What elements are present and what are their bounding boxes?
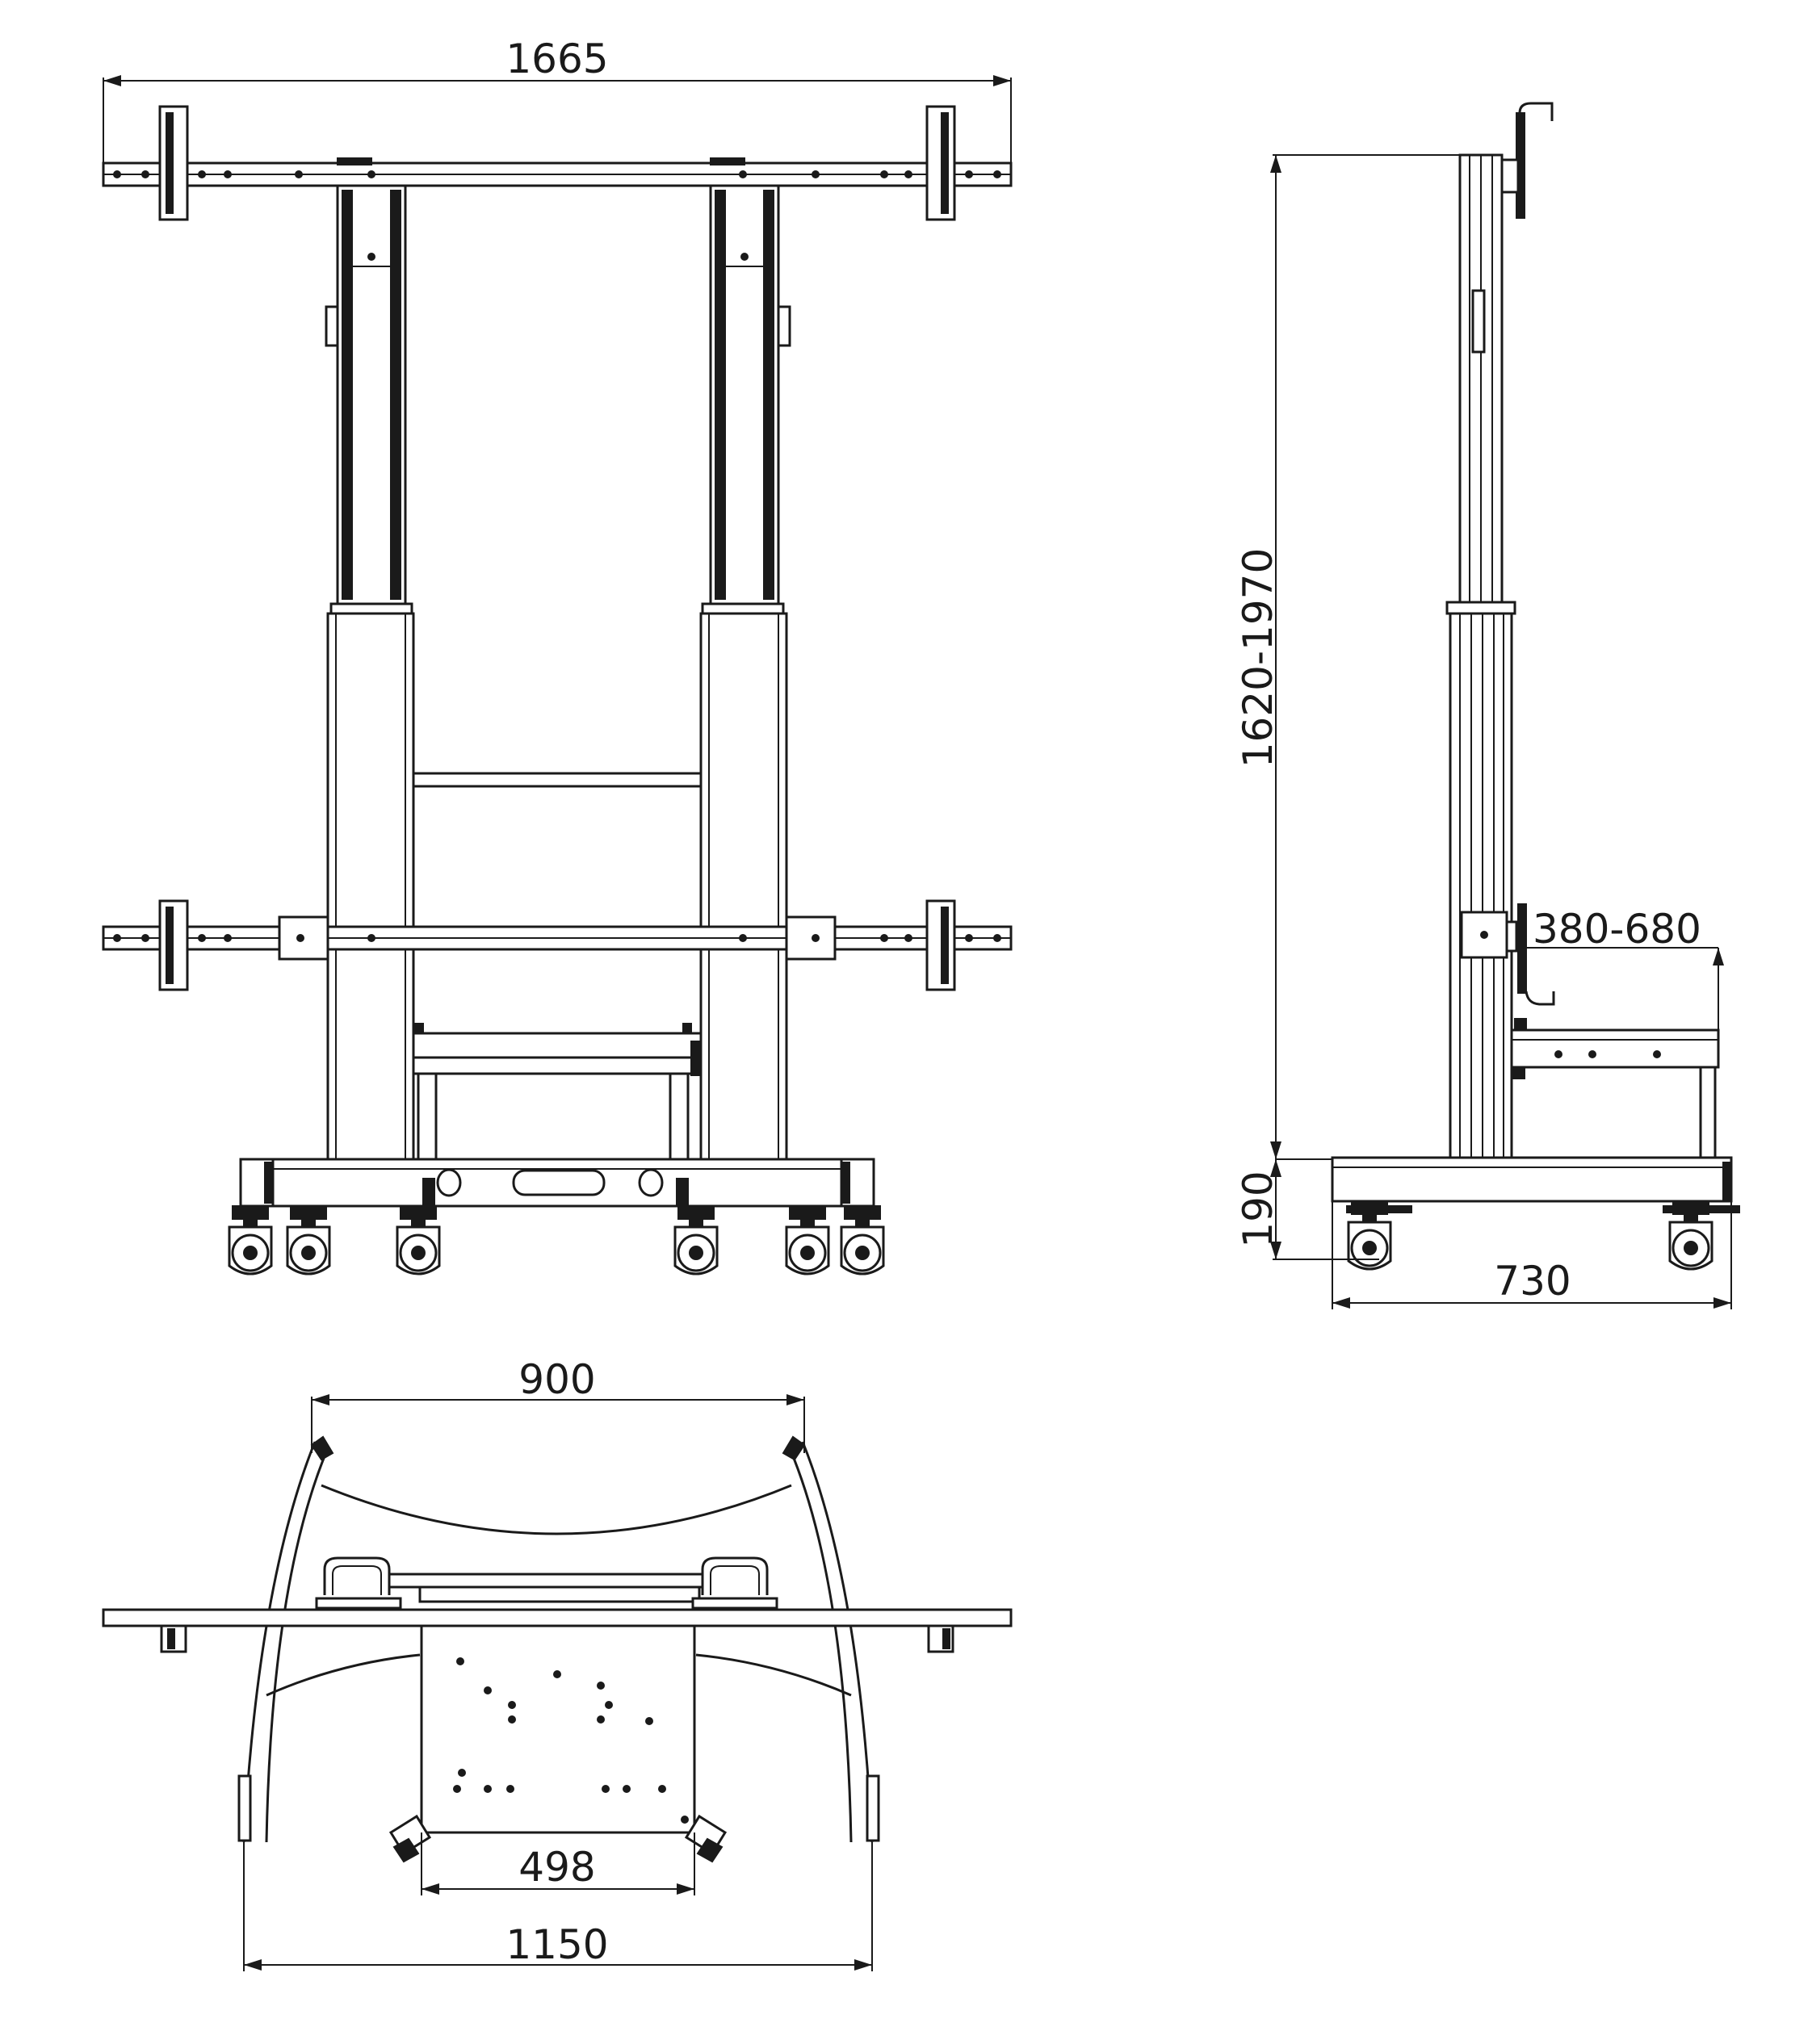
- top-hook-bracket: [1500, 102, 1554, 219]
- inner-width-dimension: 900: [311, 1356, 805, 1453]
- width-label: 1665: [505, 36, 608, 82]
- side-base: [1276, 1156, 1733, 1203]
- width-dimension-1665: 1665: [103, 36, 1012, 170]
- side-shelf: [1510, 1018, 1720, 1161]
- shelf: [412, 1023, 703, 1180]
- plate-width-label: 498: [518, 1844, 595, 1891]
- side-casters: [1346, 1200, 1740, 1271]
- top-crossbar: [102, 105, 1013, 221]
- outer-width-label: 1150: [505, 1921, 608, 1968]
- left-column: [325, 184, 415, 1164]
- mounting-plate: [420, 1624, 696, 1834]
- top-casters: [388, 1814, 728, 1863]
- lower-crossbar: [102, 899, 1013, 991]
- depth-label: 730: [1494, 1258, 1571, 1305]
- middle-brace: [412, 772, 703, 788]
- outer-width-dimension: 1150: [243, 1842, 873, 1971]
- height-dimension: 1620-1970: [1235, 154, 1462, 1159]
- shelf-height-dimension: 380-680: [1520, 906, 1724, 1041]
- inner-width-label: 900: [518, 1356, 595, 1403]
- front-view: 1665: [102, 36, 1013, 1275]
- base-legs: [237, 1435, 880, 1843]
- front-casters: [228, 1204, 885, 1275]
- top-view: 900: [102, 1356, 1013, 1971]
- right-column: [699, 184, 791, 1164]
- side-view: 1620-1970: [1235, 102, 1740, 1309]
- column-clamps: [315, 1556, 778, 1610]
- base-height-dimension: 190: [1235, 1159, 1379, 1260]
- base-height-label: 190: [1235, 1171, 1281, 1247]
- depth-dimension: 730: [1332, 1201, 1732, 1309]
- side-column: [1445, 153, 1516, 1161]
- plate-width-dimension: 498: [421, 1832, 695, 1895]
- shelf-height-label: 380-680: [1533, 906, 1701, 953]
- base: [239, 1158, 875, 1208]
- height-label: 1620-1970: [1235, 548, 1281, 769]
